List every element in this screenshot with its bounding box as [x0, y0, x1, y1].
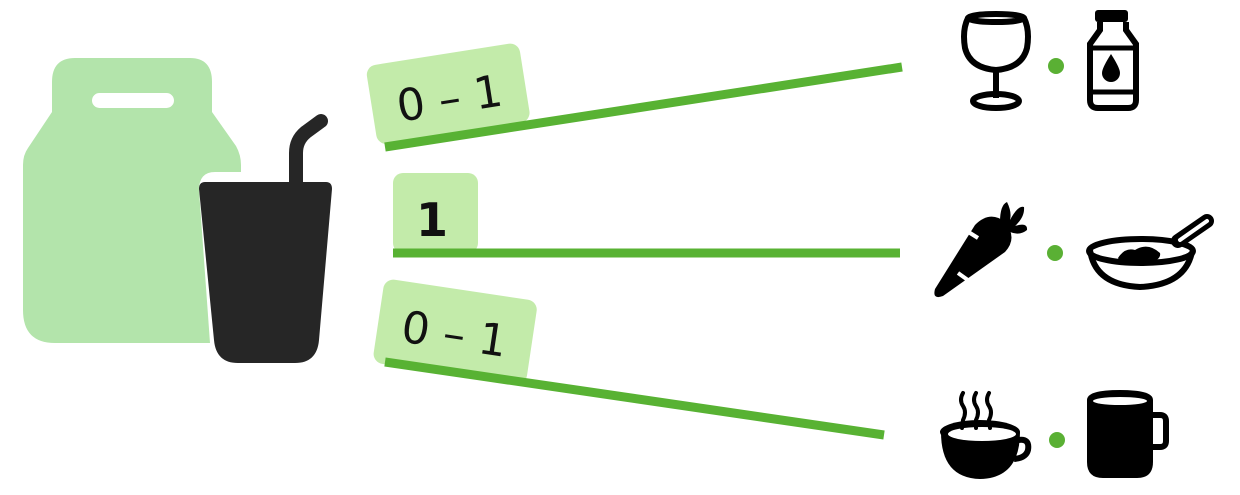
wine-glass-icon [961, 11, 1031, 111]
bottle-icon [1087, 10, 1139, 111]
connection-3: 0 – 1 [373, 279, 885, 440]
cup-with-straw-icon [199, 114, 332, 363]
carton-icon [23, 58, 241, 343]
frying-pan-icon [1086, 214, 1214, 291]
separator-dot [1047, 245, 1063, 261]
carrot-icon [934, 202, 1028, 298]
cardinality-label-bg [373, 279, 537, 384]
connector-line [384, 357, 885, 440]
mug-icon [1087, 390, 1169, 478]
carton-handle [92, 93, 174, 108]
cardinality-label-bg [366, 43, 530, 144]
connection-1: 0 – 1 [366, 43, 903, 152]
cardinality-label: 1 [416, 193, 448, 247]
cardinality-label-bg [393, 173, 478, 253]
connection-2: 1 [393, 173, 900, 258]
separator-dot [1048, 58, 1064, 74]
hot-cup-icon [940, 391, 1032, 479]
connector-line [384, 62, 903, 152]
separator-dot [1049, 432, 1065, 448]
